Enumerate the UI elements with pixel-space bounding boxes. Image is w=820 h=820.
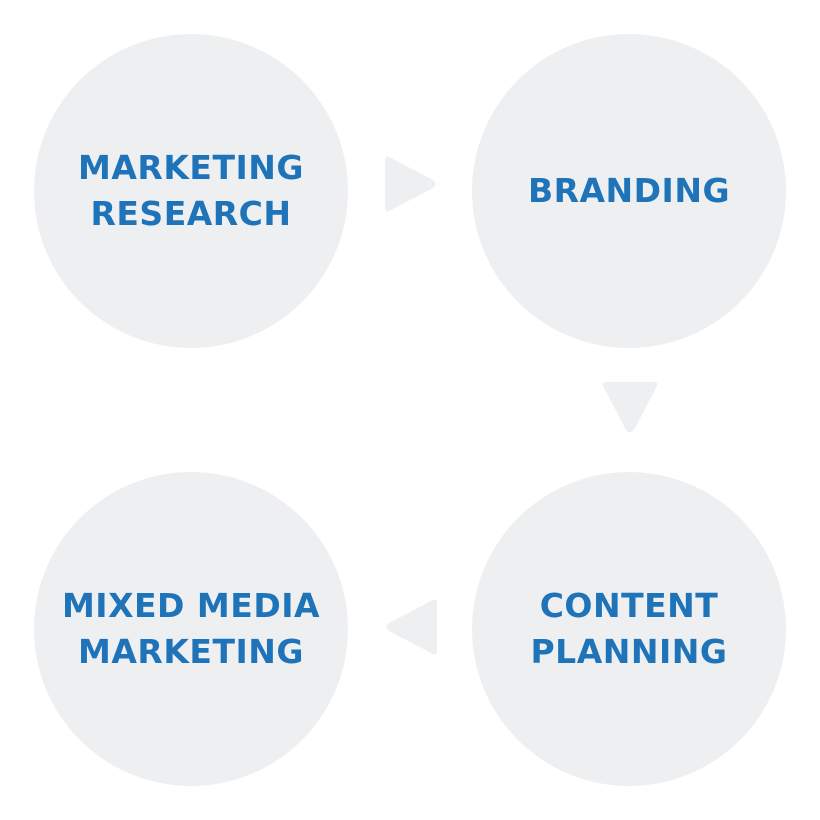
node-label-line: MARKETING [78, 148, 304, 187]
node-label-line: MARKETING [78, 632, 304, 671]
node-label-line: MIXED MEDIA [61, 586, 321, 625]
triangle-down-icon [602, 382, 658, 433]
node-content-planning: CONTENT PLANNING [472, 472, 786, 786]
node-label-line: RESEARCH [90, 194, 292, 233]
triangle-right-icon [385, 156, 436, 212]
node-mixed-media-marketing: MIXED MEDIA MARKETING [34, 472, 348, 786]
node-branding: BRANDING [472, 34, 786, 348]
triangle-left-icon [386, 599, 437, 655]
node-label-line: CONTENT [539, 586, 719, 625]
node-label-line: BRANDING [527, 171, 731, 210]
node-marketing-research: MARKETING RESEARCH [34, 34, 348, 348]
node-label-line: PLANNING [530, 632, 728, 671]
